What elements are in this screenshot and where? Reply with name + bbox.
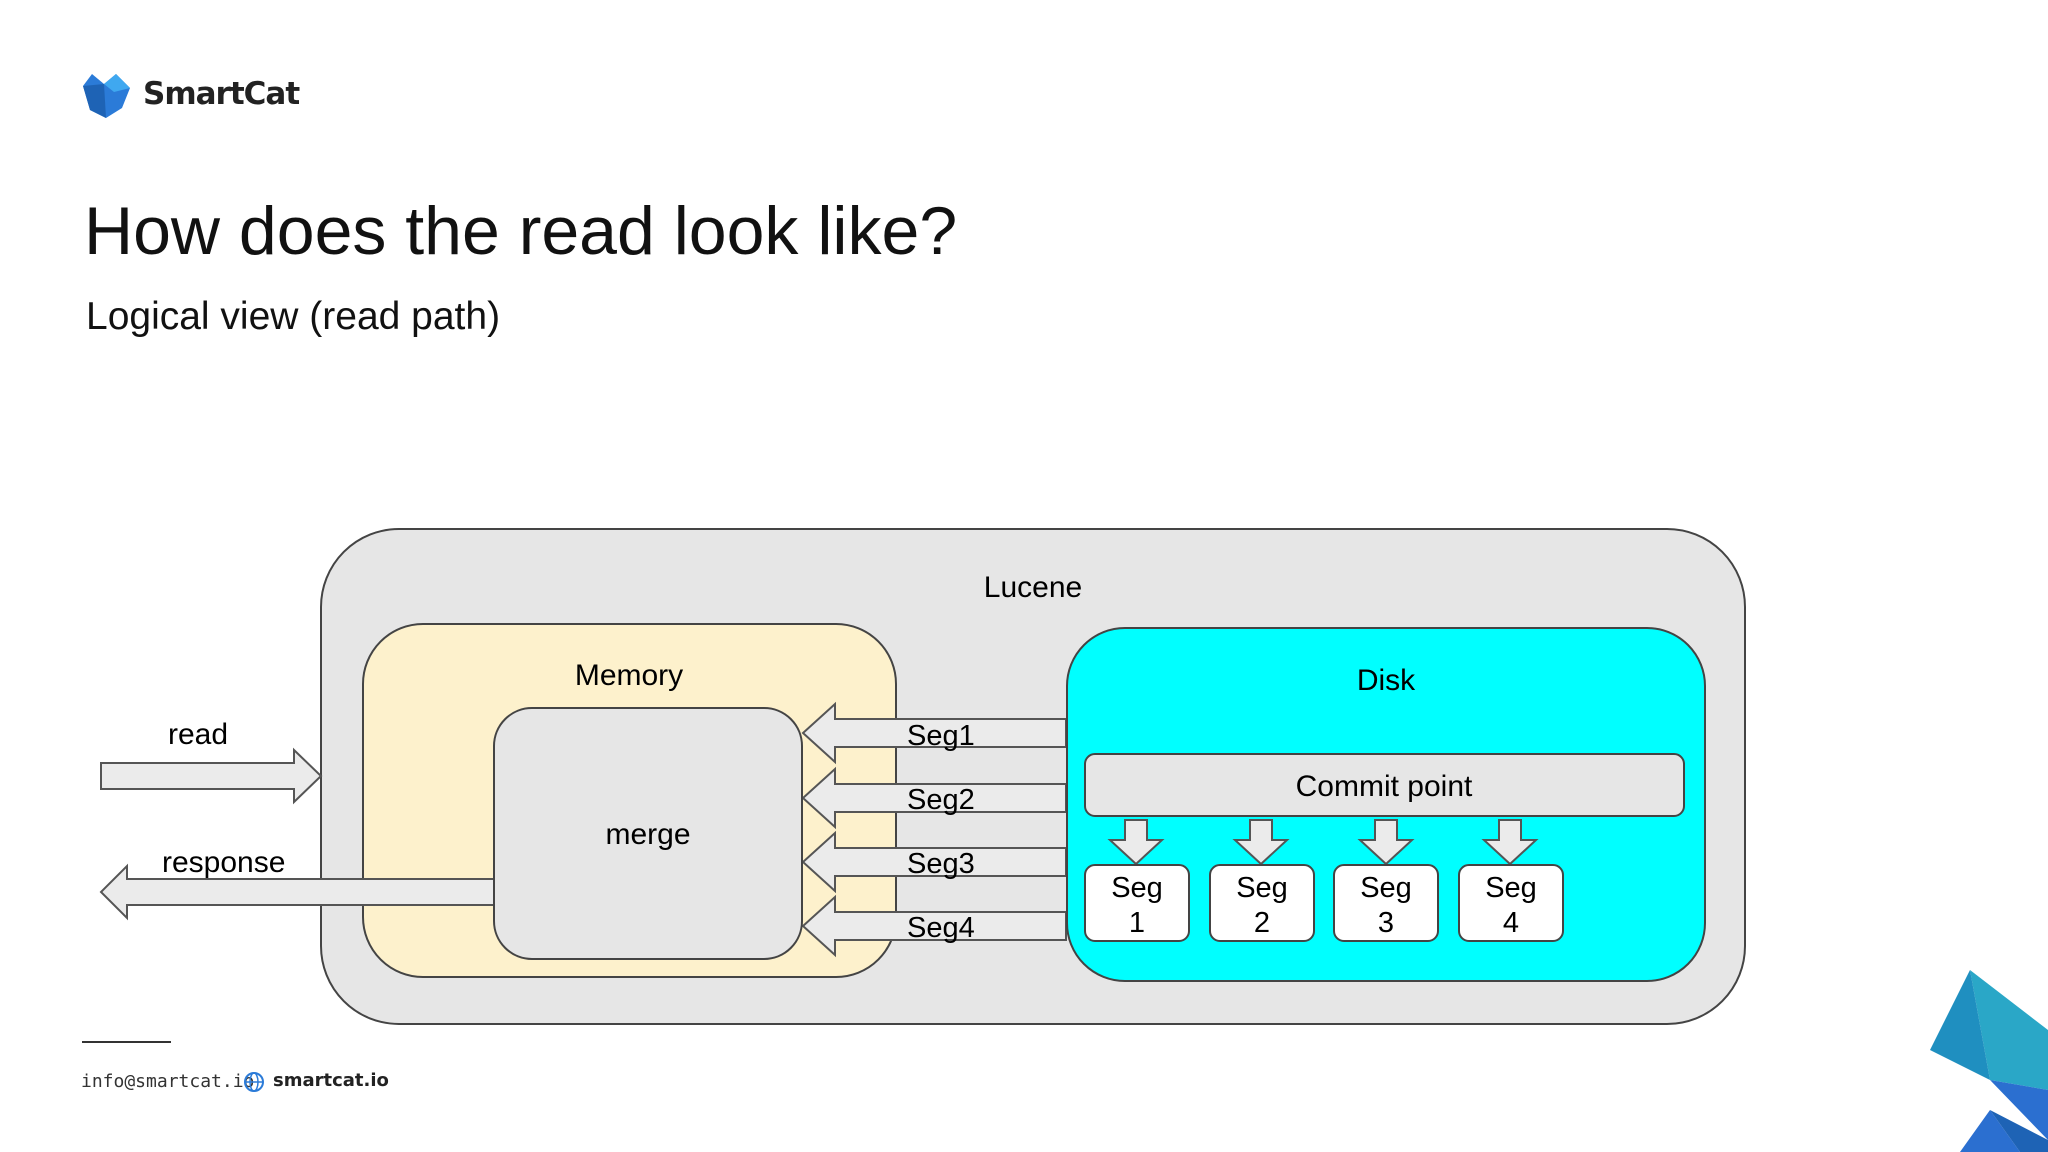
segment-arrow-3	[801, 830, 1067, 894]
page-title: How does the read look like?	[84, 193, 958, 269]
merge-box	[493, 707, 803, 960]
disk-segment-3	[1333, 864, 1439, 942]
disk-segment-2	[1209, 864, 1315, 942]
disk-segment-4	[1458, 864, 1564, 942]
segment-arrow-2	[801, 766, 1067, 830]
segment-arrow-4	[801, 894, 1067, 958]
commit-to-seg-4-arrow	[1481, 819, 1539, 866]
footer-divider	[82, 1041, 171, 1043]
lucene-label: Lucene	[984, 571, 1082, 604]
disk-segment-3-label-line2: 3	[1378, 907, 1394, 939]
triangle-decoration-icon	[1930, 970, 2048, 1152]
commit-point-box	[1084, 753, 1685, 817]
segment-arrow-3-label: Seg3	[907, 848, 975, 880]
disk-segment-4-label-line1: Seg	[1485, 872, 1537, 904]
memory-label: Memory	[575, 659, 683, 692]
segment-arrow-2-label: Seg2	[907, 784, 975, 816]
disk-segment-2-label-line1: Seg	[1236, 872, 1288, 904]
disk-label: Disk	[1357, 664, 1416, 697]
response-label: response	[162, 846, 285, 879]
commit-point-label: Commit point	[1296, 770, 1473, 803]
segment-arrow-4-label: Seg4	[907, 912, 975, 944]
globe-icon	[244, 1072, 264, 1092]
smartcat-logo-icon	[83, 74, 130, 118]
read-label: read	[168, 718, 228, 751]
merge-label: merge	[605, 818, 690, 851]
brand-name: SmartCat	[143, 76, 300, 112]
disk-segment-3-label-line1: Seg	[1360, 872, 1412, 904]
disk-segment-2-label-line2: 2	[1254, 907, 1270, 939]
page-subtitle: Logical view (read path)	[86, 295, 501, 338]
footer-website-link[interactable]: smartcat.io	[273, 1070, 389, 1091]
read-arrow	[100, 747, 323, 805]
commit-to-seg-3-arrow	[1357, 819, 1415, 866]
disk-segment-4-label-line2: 4	[1503, 907, 1519, 939]
disk-segment-1-label-line1: Seg	[1111, 872, 1163, 904]
segment-arrow-1	[801, 701, 1067, 765]
footer-email[interactable]: info@smartcat.io	[81, 1071, 255, 1092]
disk-segment-1-label-line2: 1	[1129, 907, 1145, 939]
segment-arrow-1-label: Seg1	[907, 720, 975, 752]
disk-segment-1	[1084, 864, 1190, 942]
commit-to-seg-2-arrow	[1232, 819, 1290, 866]
commit-to-seg-1-arrow	[1107, 819, 1165, 866]
response-arrow	[99, 863, 495, 921]
